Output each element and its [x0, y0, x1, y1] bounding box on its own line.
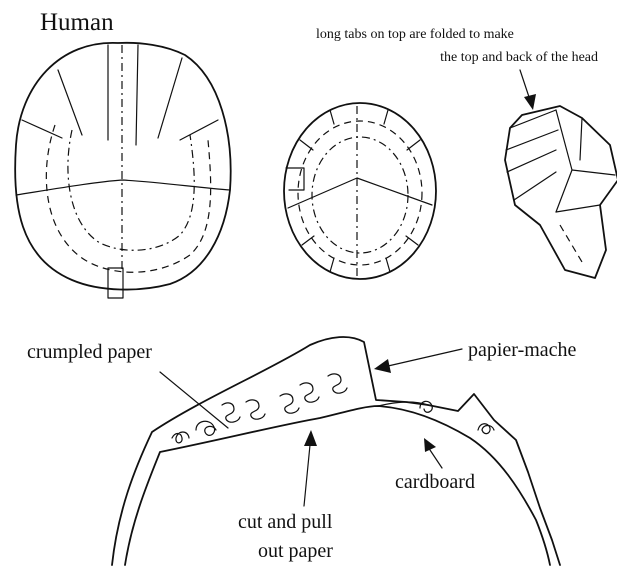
medium-head-pattern [284, 103, 436, 279]
note-line-2: the top and back of the head [440, 50, 598, 65]
arrow-cardboard [424, 438, 442, 468]
note-arrow [520, 70, 536, 110]
note-line-1: long tabs on top are folded to make [316, 27, 514, 42]
label-crumpled-paper: crumpled paper [27, 341, 152, 363]
page-title: Human [40, 9, 114, 36]
folded-head-sideview [505, 106, 617, 278]
label-cut-and-pull-line-2: out paper [258, 540, 333, 562]
large-head-pattern [15, 43, 231, 298]
label-cardboard: cardboard [395, 471, 475, 493]
cross-section [112, 337, 560, 565]
arrow-papier-mache [374, 349, 462, 373]
arrow-crumpled-paper [160, 372, 228, 428]
arrow-cut-and-pull [304, 430, 317, 506]
label-cut-and-pull-line-1: cut and pull [238, 511, 333, 533]
label-papier-mache: papier-mache [468, 339, 577, 361]
